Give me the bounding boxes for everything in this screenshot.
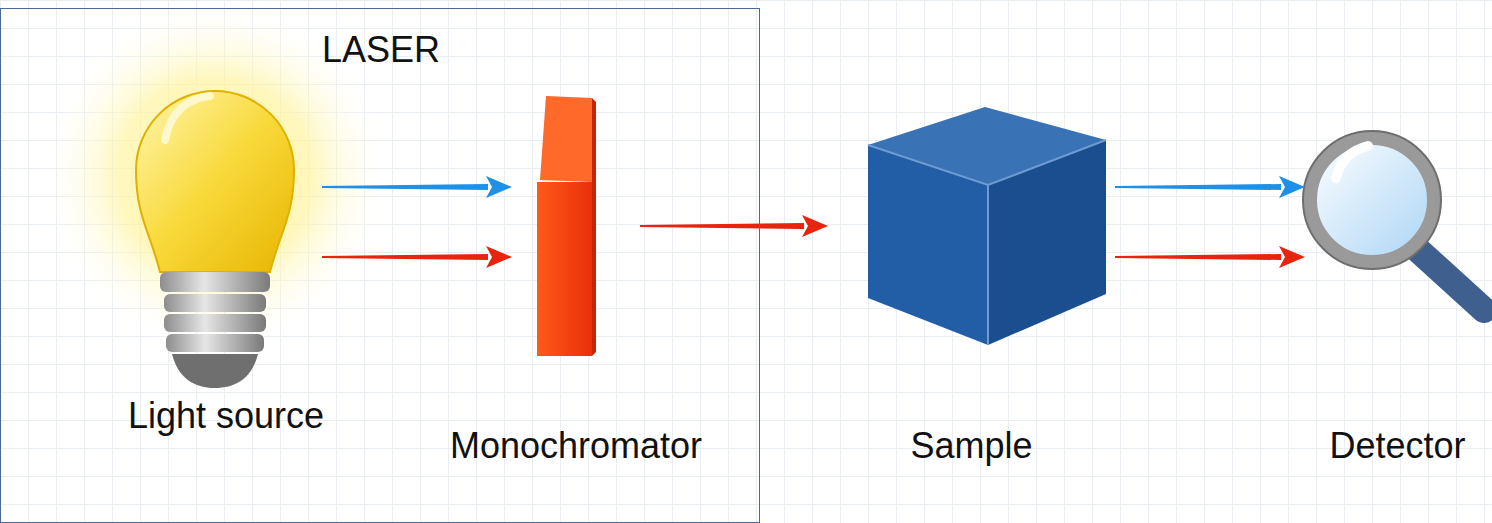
light-arrow — [1115, 246, 1305, 268]
light-source-node: Light source — [130, 70, 322, 445]
node-label: Detector — [1329, 425, 1465, 466]
node-label: LASER — [322, 29, 440, 70]
light-arrow — [322, 176, 512, 198]
laser-group-node: LASERLight sourceMonochromator — [0, 8, 760, 523]
node-label: Sample — [910, 425, 1032, 466]
node-label: Light source — [128, 395, 324, 436]
sample-cube — [868, 107, 1106, 345]
light-arrow — [640, 215, 828, 237]
sample-node: Sample — [828, 90, 1115, 465]
light-arrow — [1115, 176, 1305, 198]
detector-magnifier — [1303, 131, 1484, 310]
detector-node: Detector — [1305, 90, 1490, 465]
node-label: Monochromator — [450, 425, 702, 466]
monochromator-slab — [537, 96, 596, 356]
light-arrow — [322, 246, 512, 268]
monochromator-node: Monochromator — [512, 90, 640, 465]
